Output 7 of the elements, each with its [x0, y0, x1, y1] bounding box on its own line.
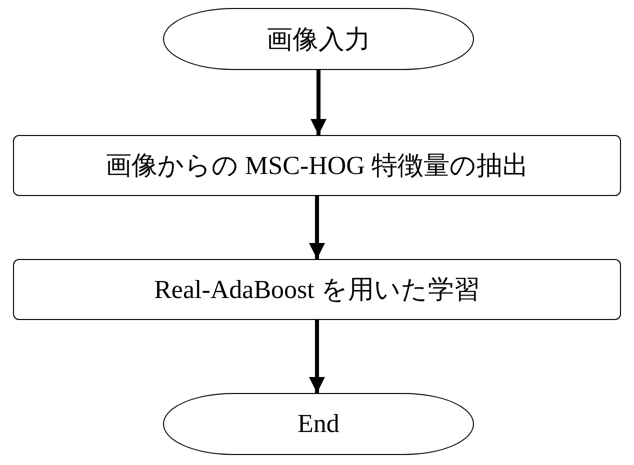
process-box: 画像からの MSC-HOG 特徴量の抽出 — [13, 135, 621, 196]
process-box: Real-AdaBoost を用いた学習 — [13, 259, 621, 320]
terminal-shape: 画像入力 — [163, 8, 474, 70]
arrow — [309, 196, 325, 259]
terminal-shape: End — [163, 393, 474, 455]
arrow — [309, 320, 325, 393]
arrow — [310, 70, 326, 135]
